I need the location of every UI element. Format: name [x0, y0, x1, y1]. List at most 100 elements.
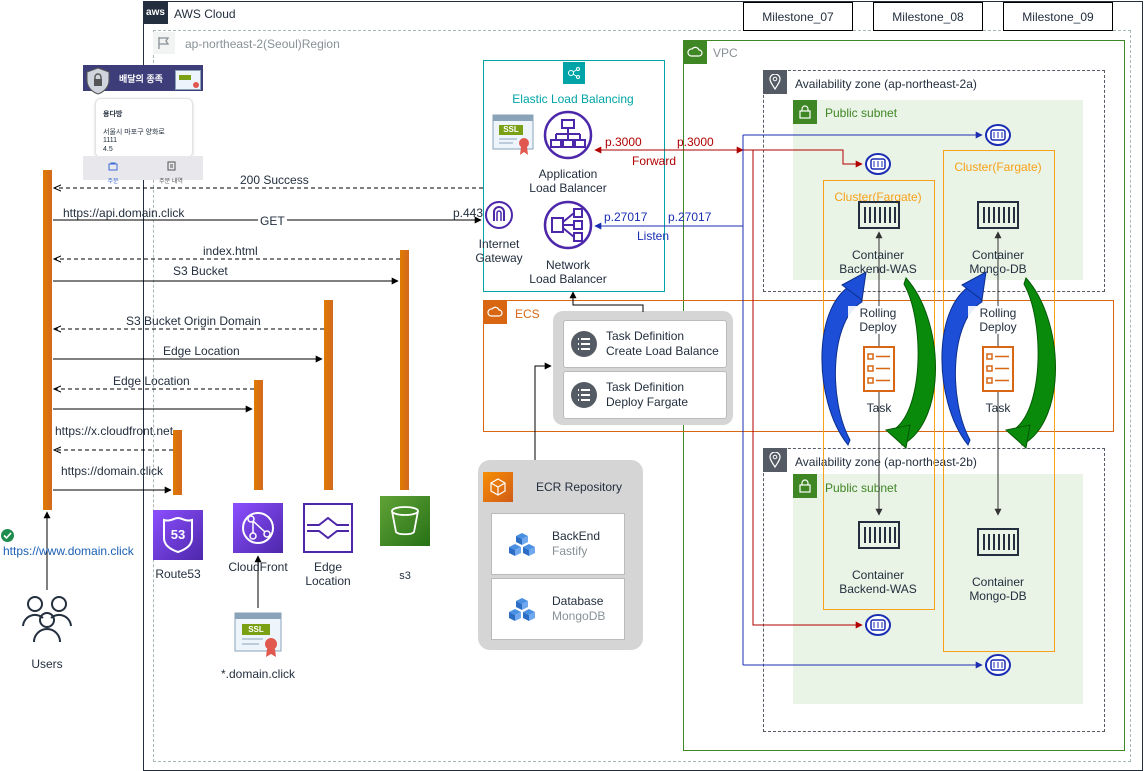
- container-label-line2: Mongo-DB: [969, 262, 1027, 276]
- container-icon[interactable]: [977, 527, 1019, 557]
- milestone-07: Milestone_07: [743, 2, 853, 31]
- container-label-line1: Container: [971, 575, 1025, 589]
- label-get: GET: [258, 214, 287, 228]
- container-backend-b-label: Container Backend-WAS: [823, 568, 933, 596]
- order-tab-label: 주문: [107, 179, 119, 185]
- internet-gateway-icon[interactable]: [484, 200, 514, 230]
- label-nlb-port: p.27017: [604, 210, 648, 224]
- task-icon[interactable]: [862, 345, 896, 393]
- task-def-2-line2: Deploy Fargate: [606, 395, 689, 409]
- az-a-label: Availability zone (ap-northeast-2a): [795, 77, 977, 91]
- s3-label: s3: [399, 570, 411, 582]
- internet-gateway-label: Internet Gateway: [468, 237, 530, 265]
- s3-bucket-icon[interactable]: [380, 496, 430, 546]
- edge-location-icon[interactable]: [303, 503, 353, 553]
- history-tab-label: 주문 내역: [159, 179, 183, 185]
- task-label: Task: [985, 401, 1011, 415]
- cloudfront-icon[interactable]: [233, 503, 283, 553]
- label-igw-port: p.443: [453, 206, 484, 220]
- aws-logo: aws: [143, 1, 168, 24]
- route53-number: 53: [170, 527, 186, 542]
- ssl-mini-icon: [175, 70, 201, 90]
- container-label-line1: Container: [971, 248, 1025, 262]
- label-forward: Forward: [632, 154, 677, 168]
- ecs-group: [483, 300, 1114, 432]
- arrow-task-to-elb: [569, 291, 644, 312]
- label-domain-click: https://domain.click: [61, 464, 164, 478]
- milestone-09: Milestone_09: [1003, 2, 1113, 31]
- region-group: [153, 30, 1131, 762]
- public-subnet-b: [793, 474, 1083, 704]
- elb-title: Elastic Load Balancing: [512, 92, 634, 106]
- history-tab[interactable]: 주문 내역: [151, 158, 191, 185]
- task-def-2-line1: Task Definition: [606, 380, 685, 394]
- check-icon: [1, 529, 14, 542]
- nlb-label-line2: Load Balancer: [529, 272, 607, 286]
- igw-label-line2: Gateway: [475, 251, 523, 265]
- users-label: Users: [31, 657, 63, 671]
- phone-tab-bar: [83, 156, 203, 180]
- www-url-link[interactable]: https://www.domain.click: [3, 544, 134, 558]
- target-group-icon: [864, 613, 892, 637]
- ecs-icon: [483, 300, 507, 324]
- alb-label: Application Load Balancer: [513, 167, 623, 195]
- label-listen: Listen: [637, 229, 670, 243]
- task-def-1-line2: Create Load Balance: [606, 344, 719, 358]
- cluster-mongo: [943, 150, 1055, 652]
- cluster-mongo-label: Cluster(Fargate): [954, 160, 1042, 174]
- phone-mockup: 배달의 종족 용다방 서울시 마포구 양화로 1111 4.5 주문 주문 내역: [83, 65, 203, 185]
- route53-lifeline: [173, 430, 182, 495]
- cloudfront-lifeline: [254, 380, 263, 490]
- vpc-label: VPC: [713, 46, 738, 60]
- alb-label-line1: Application: [538, 167, 598, 181]
- az-b-label: Availability zone (ap-northeast-2b): [795, 455, 977, 469]
- ssl-badge-text: SSL: [248, 625, 264, 634]
- ecr-item-backend-sub: Fastify: [552, 544, 588, 558]
- container-icon[interactable]: [858, 520, 900, 550]
- phone-app-name: 배달의 종족: [119, 74, 163, 84]
- igw-label-line1: Internet: [478, 237, 520, 251]
- edge-lifeline: [324, 300, 333, 490]
- label-cloudfront-url: https://x.cloudfront.net: [55, 424, 174, 438]
- container-icon[interactable]: [977, 200, 1019, 230]
- task-icon[interactable]: [981, 345, 1015, 393]
- arrow-red-to-target-a: [743, 149, 863, 168]
- rolling-deploy-line2: Deploy: [859, 320, 897, 334]
- cloudfront-label: CloudFront: [228, 560, 288, 574]
- cluster-backend: [823, 180, 935, 610]
- public-subnet-a-label: Public subnet: [825, 106, 898, 120]
- route53-icon[interactable]: 53: [153, 510, 203, 560]
- target-group-icon: [864, 152, 892, 176]
- nlb-label-line1: Network: [545, 258, 590, 272]
- ecr-icon: [483, 472, 513, 502]
- container-mongo-b-label: Container Mongo-DB: [943, 575, 1053, 603]
- edge-label-line1: Edge: [313, 560, 343, 574]
- order-tab[interactable]: 주문: [101, 158, 125, 185]
- label-200-success: 200 Success: [240, 173, 309, 187]
- label-s3-origin: S3 Bucket Origin Domain: [126, 314, 261, 328]
- rolling-deploy-line1: Rolling: [859, 306, 897, 320]
- label-index-html: index.html: [203, 244, 258, 258]
- ssl-badge-text: SSL: [503, 125, 519, 134]
- container-backend-a-label: Container Backend-WAS: [823, 248, 933, 276]
- milestone-08: Milestone_08: [873, 2, 983, 31]
- nlb-label: Network Load Balancer: [513, 258, 623, 286]
- phone-card: [95, 98, 193, 158]
- nlb-icon[interactable]: [543, 200, 593, 250]
- edge-label-line2: Location: [305, 574, 351, 588]
- container-icon[interactable]: [858, 200, 900, 230]
- ecr-item-database-sub: MongoDB: [552, 609, 606, 623]
- alb-icon[interactable]: [543, 110, 593, 160]
- label-alb-port: p.3000: [605, 135, 642, 149]
- container-mongo-a-label: Container Mongo-DB: [943, 248, 1053, 276]
- alb-label-line2: Load Balancer: [529, 181, 607, 195]
- target-group-icon: [984, 123, 1012, 147]
- container-label-line2: Mongo-DB: [969, 589, 1027, 603]
- cube-icon: [506, 595, 538, 623]
- edge-location-label: Edge Location: [293, 560, 363, 588]
